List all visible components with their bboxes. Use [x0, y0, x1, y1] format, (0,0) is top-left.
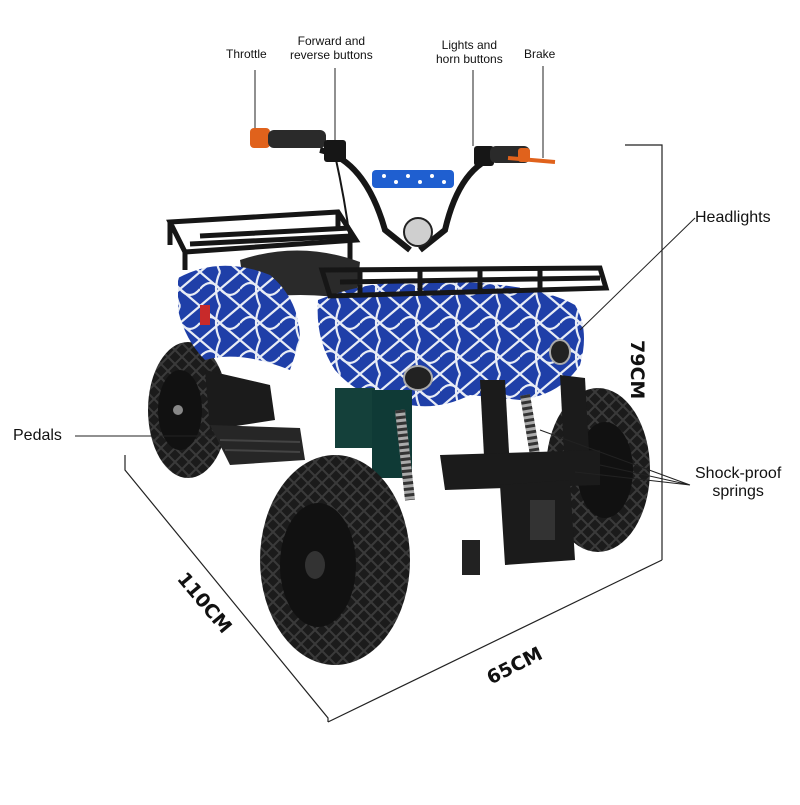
height-dimension-label: 79CM: [626, 340, 648, 400]
handlebar-assembly: [250, 128, 556, 253]
tail-light: [200, 305, 210, 325]
brake-label: Brake: [524, 47, 556, 61]
pedal-plate: [210, 425, 305, 465]
throttle-grip-end: [250, 128, 270, 148]
forward-reverse-switch: [324, 140, 346, 162]
front-rack: [318, 265, 610, 299]
forward-reverse-label-line2: reverse buttons: [290, 47, 373, 62]
body-shell: [178, 265, 584, 407]
callout-lines: [75, 66, 696, 486]
forward-reverse-label: Forward and reverse buttons: [290, 34, 373, 63]
height-dimension-line: [625, 144, 663, 560]
footrest: [205, 370, 305, 465]
length-dimension-line: [124, 455, 329, 722]
front-bumper: [440, 375, 600, 575]
shock-proof-label: Shock-proof springs: [695, 465, 781, 502]
front-spring: [395, 409, 415, 501]
pedals-label: Pedals: [13, 427, 62, 444]
shock-proof-label-line2: springs: [712, 483, 764, 501]
throttle-grip: [268, 130, 326, 148]
shock-proof-label-line1: Shock-proof: [695, 465, 782, 482]
rear-rack: [166, 209, 361, 270]
headlight-right: [549, 339, 571, 365]
lights-horn-switch: [474, 146, 494, 166]
brake-lever: [507, 156, 556, 164]
width-dimension-line: [327, 559, 663, 723]
headlights-label: Headlights: [695, 209, 771, 226]
lights-horn-label-line1: Lights and: [441, 38, 498, 52]
front-left-tire: [260, 455, 410, 665]
lights-horn-label-line2: horn buttons: [436, 51, 503, 66]
throttle-label: Throttle: [226, 47, 267, 61]
battery-and-frame: [335, 388, 540, 501]
dimension-lines: [124, 144, 663, 723]
lights-horn-label: Lights and horn buttons: [436, 38, 503, 67]
headlight-left: [403, 365, 433, 391]
forward-reverse-label-line1: Forward and: [297, 34, 366, 48]
